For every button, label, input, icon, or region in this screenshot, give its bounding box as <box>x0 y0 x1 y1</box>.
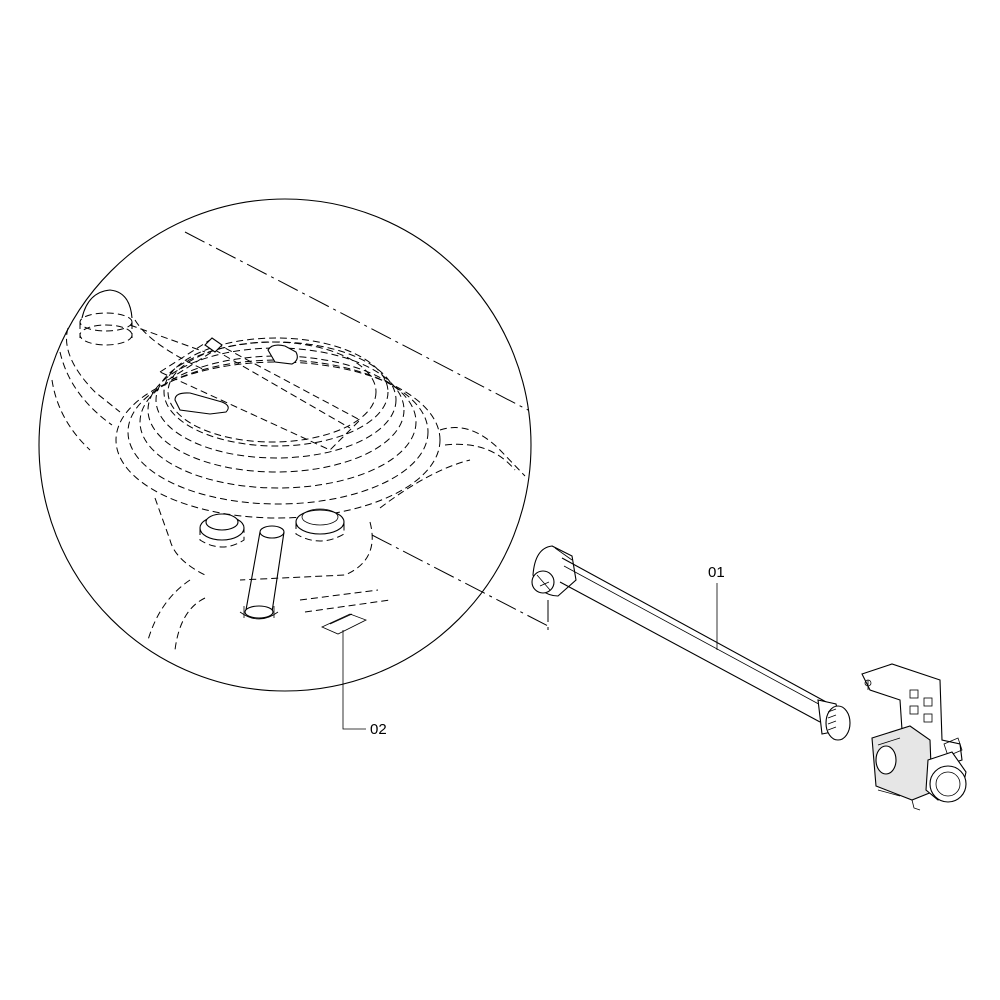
centerline <box>184 231 549 634</box>
port-plug-left <box>199 513 245 548</box>
hose-part-01 <box>531 545 851 741</box>
pump-bracket <box>861 663 963 771</box>
rear-cap <box>79 289 133 346</box>
fuel-tank-cap <box>115 337 441 519</box>
clip-part-02 <box>321 613 367 635</box>
callout-01: 01 <box>708 564 725 581</box>
callout-02: 02 <box>370 721 387 738</box>
tank-body-outline <box>51 319 526 651</box>
pump-body <box>871 725 967 811</box>
port-plug-right <box>295 508 345 542</box>
leader-02 <box>342 630 366 730</box>
detail-circle <box>38 198 532 692</box>
outlet-stub <box>239 525 285 620</box>
